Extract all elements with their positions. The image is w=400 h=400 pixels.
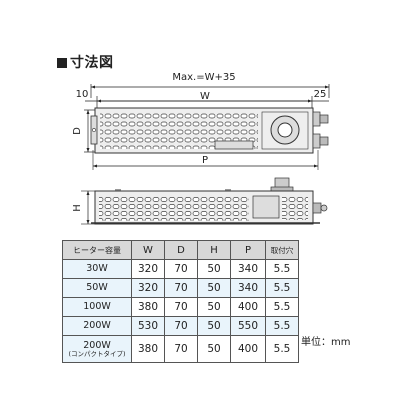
cell-d: 70 (164, 335, 198, 363)
depth-label: D (72, 127, 83, 135)
table-row: 200W 530 70 50 550 5.5 (62, 316, 299, 336)
cell-w: 380 (131, 297, 165, 317)
cell-w: 530 (131, 316, 165, 336)
cell-hole: 5.5 (265, 297, 299, 317)
spec-table-header: ヒーター容量 W D H P 取付穴 (62, 240, 299, 260)
cell-p: 400 (230, 335, 266, 363)
cell-hole: 5.5 (265, 278, 299, 298)
cell-h: 50 (197, 259, 231, 279)
cell-p: 400 (230, 297, 266, 317)
cell-w: 380 (131, 335, 165, 363)
header-d: D (164, 240, 198, 260)
right-offset-label: 25 (314, 89, 327, 100)
header-h: H (197, 240, 231, 260)
cell-h: 50 (197, 297, 231, 317)
cell-model: 50W (62, 278, 132, 298)
cell-p: 340 (230, 278, 266, 298)
pitch-label: P (202, 155, 208, 166)
header-hole: 取付穴 (265, 240, 299, 260)
cell-model: 200W (62, 316, 132, 336)
cell-p: 550 (230, 316, 266, 336)
cell-w: 320 (131, 278, 165, 298)
header-w: W (131, 240, 165, 260)
table-row: 50W 320 70 50 340 5.5 (62, 278, 299, 298)
unit-label: 単位：mm (301, 337, 351, 348)
table-row: 200W(コンパクトタイプ) 380 70 50 400 5.5 (62, 335, 299, 363)
square-bullet-icon (57, 58, 67, 68)
cell-d: 70 (164, 316, 198, 336)
cell-hole: 5.5 (265, 335, 299, 363)
spec-table: ヒーター容量 W D H P 取付穴 30W 320 70 50 340 5.5… (62, 240, 299, 363)
section-title-text: 寸法図 (70, 55, 114, 71)
cell-d: 70 (164, 259, 198, 279)
cell-model: 200W(コンパクトタイプ) (62, 335, 132, 363)
header-capacity: ヒーター容量 (62, 240, 132, 260)
cell-w: 320 (131, 259, 165, 279)
cell-hole: 5.5 (265, 259, 299, 279)
vent-slots-side (99, 196, 249, 221)
cell-h: 50 (197, 278, 231, 298)
height-label: H (72, 204, 83, 212)
max-dim-label: Max.=W+35 (172, 72, 235, 83)
cell-model: 100W (62, 297, 132, 317)
cell-d: 70 (164, 297, 198, 317)
cell-h: 50 (197, 316, 231, 336)
table-row: 30W 320 70 50 340 5.5 (62, 259, 299, 279)
header-p: P (230, 240, 266, 260)
cell-d: 70 (164, 278, 198, 298)
cell-model: 30W (62, 259, 132, 279)
section-title: 寸法図 (57, 52, 114, 72)
cell-h: 50 (197, 335, 231, 363)
cell-hole: 5.5 (265, 316, 299, 336)
width-label: W (200, 91, 210, 102)
cell-p: 340 (230, 259, 266, 279)
left-offset-label: 10 (76, 89, 89, 100)
table-row: 100W 380 70 50 400 5.5 (62, 297, 299, 317)
